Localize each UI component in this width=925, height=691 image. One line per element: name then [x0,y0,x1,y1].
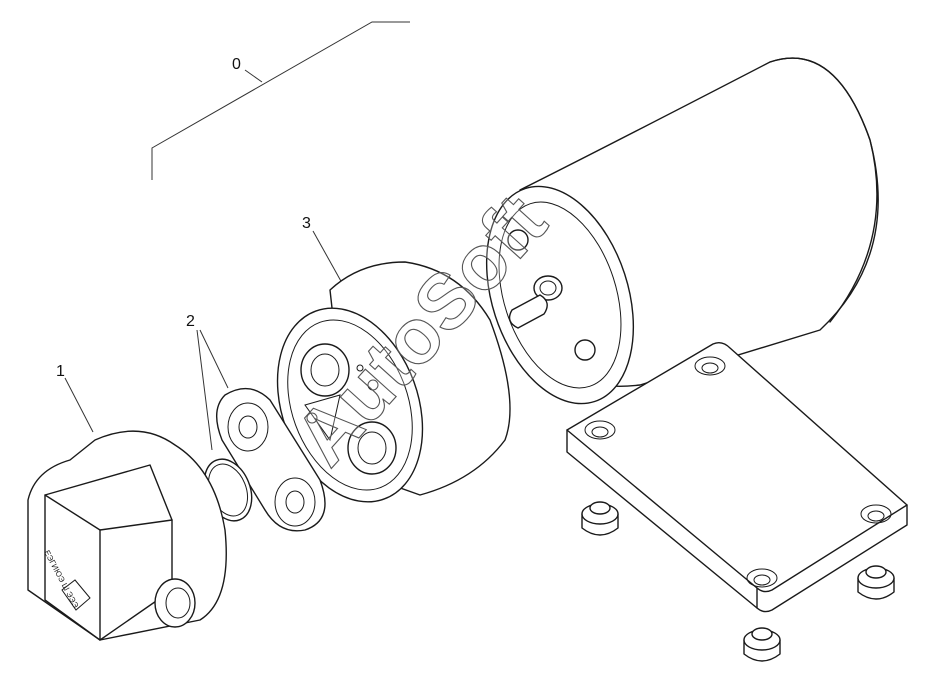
callout-3-leader [312,230,343,284]
callout-1-leader [64,377,94,433]
rubber-foot [857,565,895,600]
callout-3: 3 [302,215,311,232]
callout-2: 2 [186,313,195,330]
pump-body-part-3 [276,261,511,503]
plate-bolt-holes [584,356,892,588]
motor-cylinder [485,57,879,405]
rubber-foot [581,501,619,536]
callout-2-leader [196,329,229,451]
callout-0: 0 [232,56,241,73]
rubber-foot [743,627,781,662]
mounting-plate [566,341,908,613]
pump-head-part-1: ЕЭГИЮЭ Ш ЭЭЭ [27,430,227,641]
valve-diaphragm-part-2 [216,387,326,532]
callout-1: 1 [56,363,65,380]
callout-0-leader [151,21,410,180]
